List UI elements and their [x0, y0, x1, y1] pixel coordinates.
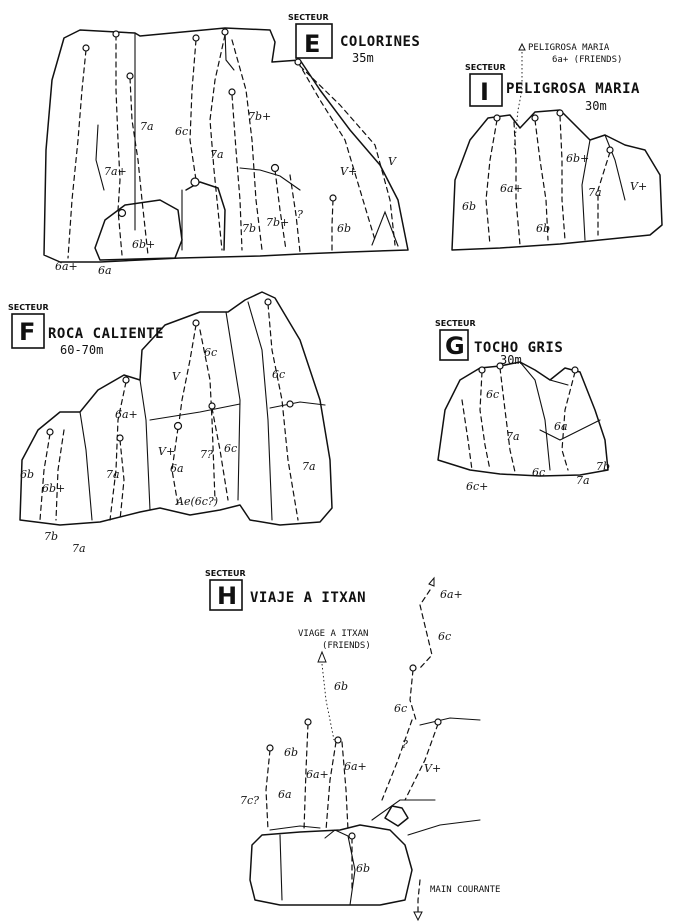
sector-h-grade: 7c? — [240, 794, 259, 807]
sector-i-grade: 6a+ — [500, 182, 523, 195]
sector-f-secteur-label: SECTEUR — [8, 303, 49, 312]
sector-e-grade: 7a — [140, 120, 154, 133]
sector-f-letter-box — [11, 313, 45, 349]
sector-g-grade: 7b — [596, 460, 610, 473]
sector-i-letter-box — [469, 73, 503, 107]
sector-i-letter: I — [480, 78, 489, 106]
sector-h-grade: 6b — [334, 680, 348, 693]
sector-i-grade: 7a — [588, 186, 602, 199]
sector-h-rock-outline — [249, 824, 413, 906]
sector-g-grade: 6c — [532, 466, 545, 479]
sector-i: PELIGROSA MARIA 6a+ (FRIENDS) SECTEUR I … — [451, 42, 663, 251]
sector-f-grade: 6b — [20, 468, 34, 481]
sector-f-grade: 6a+ — [115, 408, 138, 421]
sector-f-grade: 6c — [272, 368, 285, 381]
sector-h-viage-arrow-icon — [317, 650, 327, 663]
sector-h-grade: 6b — [284, 746, 298, 759]
sector-h-letter-box — [209, 579, 243, 611]
sector-h-secteur-label: SECTEUR — [205, 569, 246, 578]
sector-i-name: PELIGROSA MARIA — [506, 81, 640, 97]
sector-e-grade: 7b — [242, 222, 256, 235]
sector-h-top-note-sub: (FRIENDS) — [322, 641, 371, 651]
sector-h-grade: 6a+ — [306, 768, 329, 781]
sector-h-bottom-note: MAIN COURANTE — [430, 885, 500, 895]
sector-f-letter: F — [19, 318, 35, 346]
sector-h-grade: 6b — [356, 862, 370, 875]
sector-i-arrow-icon — [518, 42, 526, 51]
sector-g-letter: G — [445, 332, 465, 360]
sector-e-grade: 6b — [337, 222, 351, 235]
sector-g-rock-outline — [437, 361, 609, 477]
sector-h-letter: H — [217, 582, 237, 610]
sector-f-grade: V — [172, 370, 181, 383]
sector-h-top-note: VIAGE A ITXAN — [298, 629, 368, 639]
sector-h-grade: 6a+ — [344, 760, 367, 773]
sector-f-grade: 7a — [72, 542, 86, 555]
sector-i-secteur-label: SECTEUR — [465, 63, 506, 72]
sector-f-height: 60-70m — [60, 343, 103, 357]
sector-f-grade: 7? — [200, 448, 213, 461]
sector-e-secteur-label: SECTEUR — [288, 13, 329, 22]
sector-g-secteur-label: SECTEUR — [435, 319, 476, 328]
sector-g-grade: 6c+ — [466, 480, 488, 493]
sector-g-grade: 6a — [554, 420, 568, 433]
sector-g-grade: 6c — [486, 388, 499, 401]
sector-e-grade: V+ — [340, 165, 357, 178]
sector-f-grade: 7a — [302, 460, 316, 473]
sector-i-top-note-grade: 6a+ (FRIENDS) — [552, 55, 622, 65]
sector-g-grade: 7a — [576, 474, 590, 487]
sector-e-grade: 7b+ — [248, 110, 271, 123]
sector-h-grade: ? — [402, 738, 408, 751]
sector-g-grade: 7a — [506, 430, 520, 443]
sector-e-grade: 6b+ — [132, 238, 155, 251]
sector-e-letter: E — [304, 30, 320, 58]
sector-e-height: 35m — [352, 51, 374, 65]
sector-h-top-arrow-icon — [428, 576, 435, 587]
sector-f-grade: 6b+ — [42, 482, 65, 495]
sector-f-grade: 7b — [44, 530, 58, 543]
sector-h-bush — [384, 805, 409, 827]
sector-h-name: VIAJE A ITXAN — [250, 590, 366, 606]
sector-f: SECTEUR F ROCA CALIENTE 60-70m 6b 6b+ 7b… — [8, 291, 333, 555]
sector-i-grade: 6b+ — [566, 152, 589, 165]
sector-i-grade: 6b — [536, 222, 550, 235]
sector-f-rock-outline — [19, 291, 333, 526]
sector-i-top-note: PELIGROSA MARIA — [528, 43, 610, 53]
sector-g-name: TOCHO GRIS — [474, 340, 563, 356]
sector-h-grade: 6c — [438, 630, 451, 643]
sector-f-grade: V+ — [158, 445, 175, 458]
sector-f-grade: 6a — [170, 462, 184, 475]
sector-e-grade: 6a — [98, 264, 112, 277]
sector-e-grade: 7a+ — [104, 165, 127, 178]
sector-h-grade: 6a — [278, 788, 292, 801]
sector-e-grade: 7b+ — [266, 216, 289, 229]
sector-e-grade: ? — [297, 208, 303, 221]
sector-f-grade: Ae(6c?) — [175, 495, 218, 508]
sector-h-grade: 6c — [394, 702, 407, 715]
sector-i-height: 30m — [585, 99, 607, 113]
sector-e-letter-box — [295, 23, 333, 59]
sector-e: SECTEUR E COLORINES 35m — [43, 13, 420, 277]
sector-h-grade: V+ — [424, 762, 441, 775]
sector-e-name: COLORINES — [340, 34, 420, 50]
sector-e-grade: V — [388, 155, 397, 168]
sector-g-letter-box — [439, 329, 469, 361]
sector-e-boulder — [94, 199, 183, 261]
sector-h-grade: 6a+ — [440, 588, 463, 601]
sector-f-grade: 7a — [106, 468, 120, 481]
sector-e-grade: 6c — [175, 125, 188, 138]
sector-e-rock-outline — [43, 27, 409, 263]
sector-f-grade: 6c — [224, 442, 237, 455]
sector-i-grade: 6b — [462, 200, 476, 213]
sector-i-grade: V+ — [630, 180, 647, 193]
sector-g: SECTEUR G TOCHO GRIS 30m 6c 7a 6c+ 6c 6a… — [435, 319, 610, 493]
sector-e-grade: 7a — [210, 148, 224, 161]
sector-f-grade: 6c — [204, 346, 217, 359]
sector-e-grade: 6a+ — [55, 260, 78, 273]
sector-h: SECTEUR H VIAJE A ITXAN 6a+ 6c VIAGE A I… — [205, 569, 500, 922]
sector-f-name: ROCA CALIENTE — [48, 326, 164, 342]
sector-h-main-courante-arrow-icon — [413, 911, 423, 922]
